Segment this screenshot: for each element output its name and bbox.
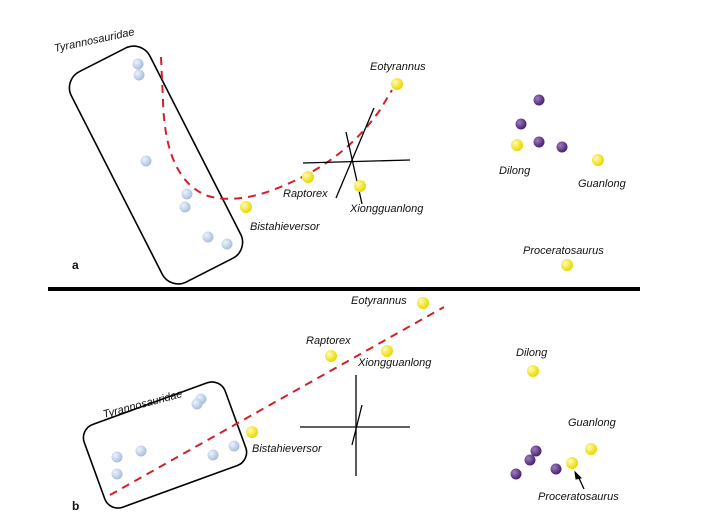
- panel-b-point-dilong: [527, 365, 539, 377]
- panel-a-point-eotyrannus: [391, 78, 403, 90]
- panel-b-proceratosaurus-arrow: [574, 470, 585, 490]
- panel-b-outgroup-point: [530, 445, 542, 457]
- panel-b-outgroup-points: [510, 445, 562, 480]
- panel-b-tyrannosaurid-point: [111, 451, 123, 463]
- panel-a-point-proceratosaurus: [561, 259, 573, 271]
- panel-a-tyrannosaurid-point: [221, 238, 233, 250]
- panel-b-outgroup-point: [510, 468, 522, 480]
- panel-a-tyrannosauridae-enclosure: [68, 45, 244, 285]
- panel-a-label-dilong: Dilong: [499, 165, 531, 177]
- panel-a-point-bistahieversor: [240, 201, 252, 213]
- panel-a-trend-line: [160, 56, 393, 200]
- panel-a-axis-vertical: [345, 131, 363, 205]
- panel-b-label-xiongguanlong: Xiongguanlong: [357, 357, 432, 369]
- panel-b-axis-diagonal: [351, 404, 363, 446]
- panel-b-label-dilong: Dilong: [516, 347, 548, 359]
- panel-a-tyrannosaurid-point: [140, 155, 152, 167]
- panel-a-label-eotyrannus: Eotyrannus: [370, 61, 426, 73]
- panel-b-label-bistahieversor: Bistahieversor: [252, 443, 323, 455]
- panel-b-outgroup-point: [550, 463, 562, 475]
- panel-b-tyrannosaurid-point: [228, 440, 240, 452]
- panel-b-tyrannosaurid-point: [135, 445, 147, 457]
- panel-b-label-eotyrannus: Eotyrannus: [351, 295, 407, 307]
- panel-b-letter: b: [72, 499, 79, 513]
- panel-b: Tyrannosauridae Eotyrannus Raptore: [72, 295, 619, 513]
- panel-a-label-proceratosaurus: Proceratosaurus: [523, 245, 604, 257]
- panel-a-axis-diagonal: [335, 107, 375, 199]
- panel-b-label-raptorex: Raptorex: [306, 335, 351, 347]
- panel-a-outgroup-point: [533, 136, 545, 148]
- panel-b-group-label: Tyrannosauridae: [102, 388, 184, 421]
- panel-a-tyrannosaurid-point: [133, 69, 145, 81]
- panel-b-tyrannosaurid-point: [111, 468, 123, 480]
- panel-a-label-bistahieversor: Bistahieversor: [250, 221, 321, 233]
- panel-a-outgroup-point: [556, 141, 568, 153]
- panel-a-tyrannosaurid-point: [181, 188, 193, 200]
- panel-a-outgroup-points: [515, 94, 568, 153]
- panel-a-group-label: Tyrannosauridae: [53, 26, 135, 55]
- panel-a-point-guanlong: [592, 154, 604, 166]
- panel-b-tyrannosaurid-point: [191, 398, 203, 410]
- panel-b-label-proceratosaurus: Proceratosaurus: [538, 491, 619, 503]
- panel-b-tyrannosaurid-points: [111, 393, 240, 480]
- panel-b-outgroup-point: [524, 454, 536, 466]
- panel-a-tyrannosaurid-point: [179, 201, 191, 213]
- panel-b-point-proceratosaurus: [566, 457, 578, 469]
- panel-a-outgroup-point: [533, 94, 545, 106]
- panel-a-letter: a: [72, 258, 79, 272]
- panel-b-label-guanlong: Guanlong: [568, 417, 617, 429]
- panel-b-point-raptorex: [325, 350, 337, 362]
- panel-b-point-guanlong: [585, 443, 597, 455]
- panel-a-tyrannosaurid-point: [132, 58, 144, 70]
- panel-a-point-raptorex: [302, 171, 314, 183]
- panel-a: Tyrannosauridae Eotyrannus Raptore: [53, 26, 627, 285]
- panel-b-point-bistahieversor: [246, 426, 258, 438]
- panel-b-point-eotyrannus: [417, 297, 429, 309]
- panel-b-tyrannosauridae-enclosure: [82, 381, 248, 509]
- panel-a-outgroup-point: [515, 118, 527, 130]
- panel-a-label-guanlong: Guanlong: [578, 178, 627, 190]
- panel-a-point-xiongguanlong: [354, 180, 366, 192]
- panel-b-trend-line: [109, 306, 445, 496]
- panel-a-label-raptorex: Raptorex: [283, 188, 328, 200]
- panel-a-tyrannosaurid-point: [202, 231, 214, 243]
- panel-a-tyrannosaurid-points: [132, 58, 233, 250]
- panel-b-tyrannosaurid-point: [207, 449, 219, 461]
- panel-a-axis-horizontal: [302, 159, 411, 164]
- panel-a-point-dilong: [511, 139, 523, 151]
- panel-b-point-xiongguanlong: [381, 345, 393, 357]
- panel-a-label-xiongguanlong: Xiongguanlong: [349, 203, 424, 215]
